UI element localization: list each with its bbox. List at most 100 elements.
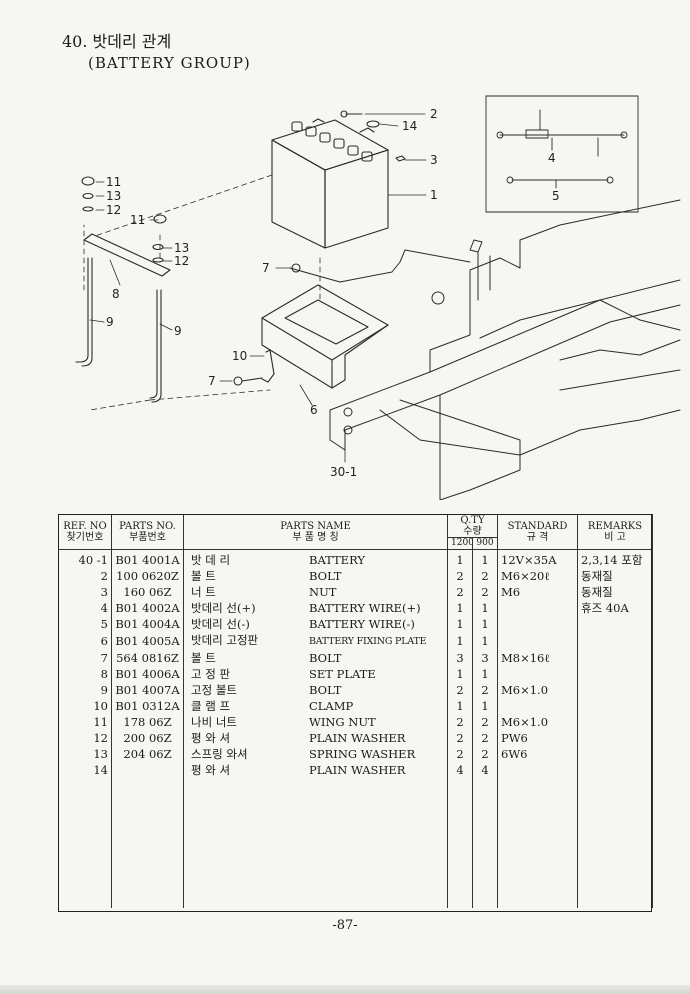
cell-ref: 7	[58, 650, 112, 666]
cell-std	[497, 666, 578, 682]
callout-1: 1	[430, 188, 438, 202]
parts-name-en: SET PLATE	[309, 667, 376, 681]
cell-q1200: 1	[447, 632, 473, 650]
terminal-bolts-drawing	[340, 110, 406, 162]
callout-12a: 12	[106, 203, 121, 217]
parts-name-en: CLAMP	[309, 699, 354, 713]
cell-parts-name: 볼 트 BOLT	[183, 650, 448, 666]
cell-q1200: 1	[447, 600, 473, 616]
parts-name-en: BATTERY FIXING PLATE	[309, 636, 427, 647]
cell-ref: 3	[58, 584, 112, 600]
cell-rem: 2,3,14 포함	[577, 549, 653, 568]
parts-name-en: BOLT	[309, 651, 342, 665]
cell-ref: 9	[58, 682, 112, 698]
cell-std: M6×20ℓ	[497, 568, 578, 584]
cell-std: M8×16ℓ	[497, 650, 578, 666]
cell-std	[497, 632, 578, 650]
cell-q1200: 1	[447, 666, 473, 682]
cell-code: 100 0620Z	[111, 568, 184, 584]
cell-q900: 1	[472, 616, 498, 632]
cell-q900: 2	[472, 568, 498, 584]
parts-name-kr: 고 정 판	[191, 667, 231, 681]
cell-ref: 8	[58, 666, 112, 682]
blank-cell	[497, 778, 578, 908]
cell-code	[111, 762, 184, 778]
cell-rem	[577, 698, 653, 714]
cell-q900: 1	[472, 632, 498, 650]
parts-name-kr: 볼 트	[191, 569, 216, 583]
cell-q1200: 2	[447, 714, 473, 730]
blank-cell	[577, 778, 653, 908]
callout-2: 2	[430, 107, 438, 121]
cell-std: PW6	[497, 730, 578, 746]
clamp-drawing	[233, 349, 275, 386]
blank-cell	[58, 778, 112, 908]
parts-name-kr: 밧데리 선(+)	[191, 601, 256, 615]
cell-q900: 2	[472, 714, 498, 730]
callout-11a: 11	[106, 175, 121, 189]
parts-name-kr: 평 와 셔	[191, 763, 231, 777]
cell-q1200: 2	[447, 730, 473, 746]
cell-q900: 1	[472, 666, 498, 682]
cell-code: B01 4006A	[111, 666, 184, 682]
cell-q1200: 1	[447, 549, 473, 568]
cell-ref: 11	[58, 714, 112, 730]
blank-cell	[111, 778, 184, 908]
parts-name-en: SPRING WASHER	[309, 747, 416, 761]
cell-rem	[577, 714, 653, 730]
callout-13a: 13	[106, 189, 121, 203]
cell-ref: 2	[58, 568, 112, 584]
cell-parts-name: 밧데리 선(-)BATTERY WIRE(-)	[183, 616, 448, 632]
callout-9b: 9	[174, 324, 182, 338]
callout-12b: 12	[174, 254, 189, 268]
cell-std: 12V×35A	[497, 549, 578, 568]
wing-nut-washers-drawing	[81, 176, 167, 263]
cell-ref: 13	[58, 746, 112, 762]
scan-edge	[0, 985, 690, 994]
cell-std: M6×1.0	[497, 682, 578, 698]
callout-7b: 7	[208, 374, 216, 388]
cell-code: 564 0816Z	[111, 650, 184, 666]
cell-code: 160 06Z	[111, 584, 184, 600]
parts-name-en: PLAIN WASHER	[309, 731, 406, 745]
cell-q900: 1	[472, 549, 498, 568]
callout-5: 5	[552, 189, 560, 203]
parts-name-kr: 고정 볼트	[191, 683, 237, 697]
cell-std	[497, 600, 578, 616]
parts-name-en: BATTERY	[309, 553, 365, 567]
parts-name-kr: 밧데리 선(-)	[191, 617, 250, 631]
parts-name-en: NUT	[309, 585, 337, 599]
parts-name-kr: 볼 트	[191, 651, 216, 665]
cell-q1200: 3	[447, 650, 473, 666]
cell-rem	[577, 650, 653, 666]
cell-ref: 10	[58, 698, 112, 714]
set-plate-drawing	[75, 233, 171, 403]
parts-name-kr: 너 트	[191, 585, 216, 599]
callout-13b: 13	[174, 241, 189, 255]
parts-name-kr: 나비 너트	[191, 715, 237, 729]
parts-name-kr: 밧데리 고정판	[191, 633, 259, 647]
tractor-frame-drawing	[329, 199, 681, 500]
